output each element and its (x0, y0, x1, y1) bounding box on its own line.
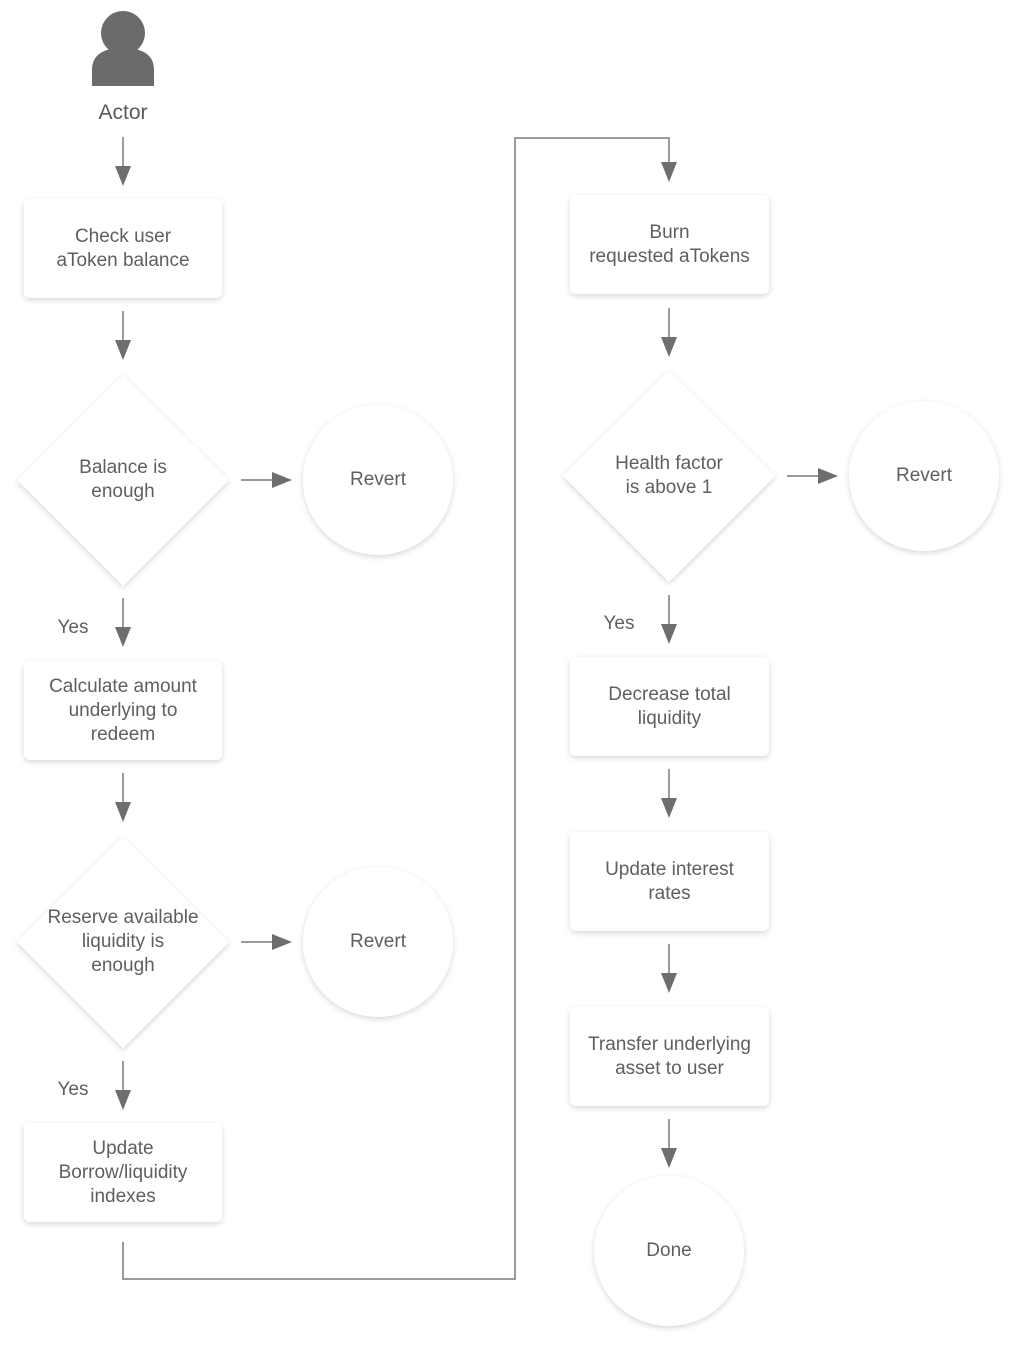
yes-label-1: Yes (57, 617, 89, 638)
decrease-liquidity-label: Decrease total liquidity (608, 683, 731, 729)
revert-circle-2 (303, 867, 453, 1017)
connector-actor-to-check (115, 137, 131, 186)
reserve-liquidity-label: Reserve available liquidity is enough (47, 907, 199, 976)
done-label: Done (646, 1240, 692, 1261)
connector-health-to-decrease (661, 595, 677, 644)
connector-reserve-to-revert (241, 934, 292, 950)
update-indexes-label: Update Borrow/liquidity indexes (58, 1137, 188, 1207)
balance-enough-diamond (17, 375, 229, 586)
revert-label-2: Revert (350, 931, 406, 952)
connector-rates-to-transfer (661, 944, 677, 993)
health-factor-label: Health factor is above 1 (615, 453, 723, 498)
connector-health-to-revert (787, 468, 838, 484)
reserve-liquidity-diamond (17, 837, 229, 1048)
yes-label-2: Yes (57, 1079, 89, 1100)
balance-enough-label: Balance is enough (79, 457, 167, 502)
calculate-amount-label: Calculate amount underlying to redeem (49, 675, 197, 745)
done-circle (594, 1176, 744, 1326)
update-rates-label: Update interest rates (605, 858, 734, 904)
yes-label-3: Yes (603, 613, 635, 634)
decrease-liquidity-box (570, 657, 769, 756)
transfer-asset-box (570, 1007, 769, 1106)
connector-calculate-to-reserve (115, 773, 131, 822)
check-balance-box (24, 199, 222, 298)
burn-atokens-label: Burn requested aTokens (589, 221, 750, 267)
connector-transfer-to-done (661, 1119, 677, 1168)
connector-check-to-balance (115, 311, 131, 360)
actor-label: Actor (98, 101, 148, 124)
transfer-asset-label: Transfer underlying asset to user (588, 1033, 751, 1079)
update-rates-box (570, 832, 769, 931)
connector-balance-to-revert (241, 472, 292, 488)
connector-left-to-right-column (122, 137, 677, 1280)
connector-reserve-to-update (115, 1061, 131, 1110)
update-indexes-box (24, 1123, 222, 1222)
connector-burn-to-health (661, 308, 677, 357)
revert-label-1: Revert (350, 469, 406, 490)
check-balance-label: Check user aToken balance (56, 225, 190, 271)
revert-label-3: Revert (896, 465, 952, 486)
health-factor-diamond (563, 371, 775, 582)
revert-circle-1 (303, 405, 453, 555)
calculate-amount-box (24, 661, 222, 760)
burn-atokens-box (570, 195, 769, 294)
actor-icon (92, 11, 154, 86)
revert-circle-3 (849, 401, 999, 551)
connector-decrease-to-rates (661, 769, 677, 818)
connector-balance-to-calculate (115, 598, 131, 647)
